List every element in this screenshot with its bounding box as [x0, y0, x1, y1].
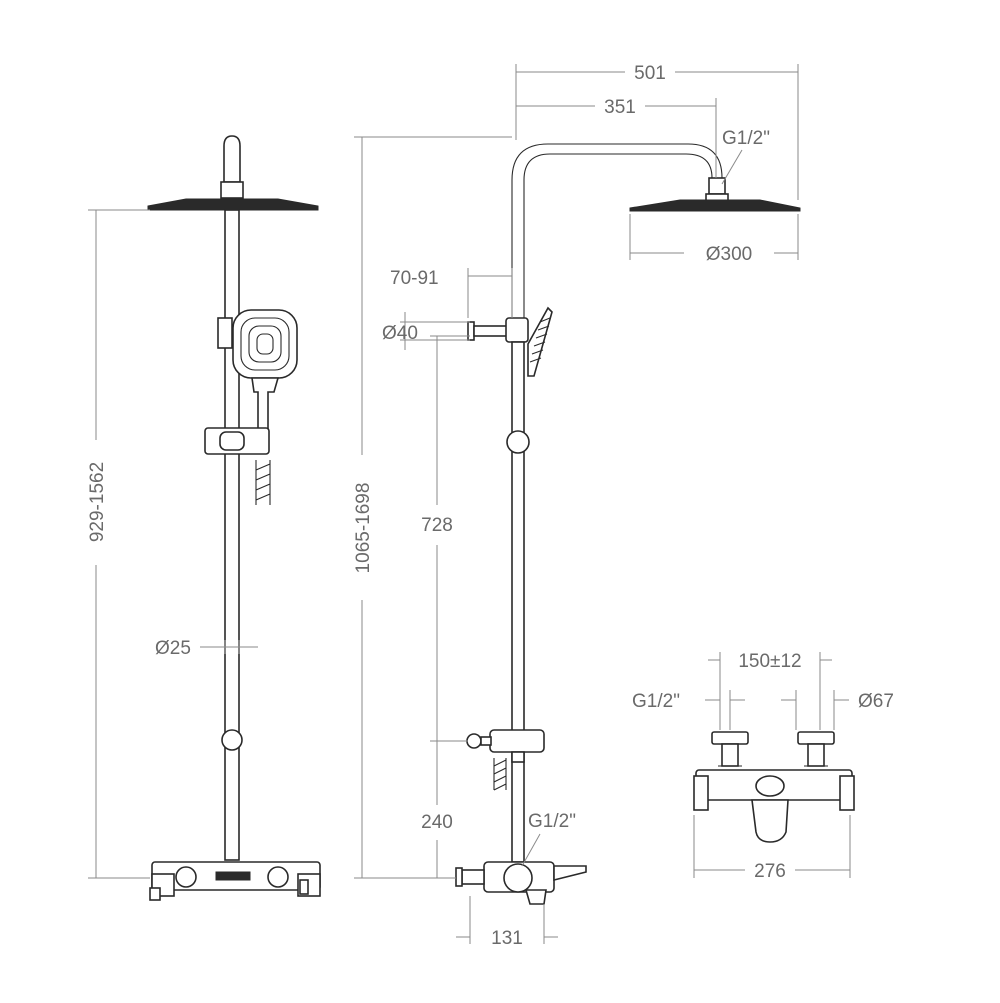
detail-right-escutcheon: [797, 731, 835, 745]
side-wall-bracket-plate: [467, 321, 475, 341]
front-valve-right-cap: [267, 866, 289, 888]
front-riser-pipe: [224, 209, 240, 861]
front-dimensions: 929-1562 Ø25: [87, 209, 258, 879]
front-head-connector: [220, 181, 244, 199]
side-diverter-knob: [466, 733, 482, 749]
front-slide-knob: [219, 431, 245, 451]
escutcheon-diameter-label: Ø67: [858, 691, 894, 712]
side-dimensions: 501 351 G1/2" Ø300 1065-1698 70-91 Ø40: [353, 63, 799, 949]
detail-left-handle: [693, 775, 709, 811]
slide-height-label: 728: [421, 515, 453, 536]
valve-thread-label: G1/2": [528, 811, 576, 832]
side-riser-pipe: [511, 341, 525, 863]
arm-outer-width-label: 501: [634, 63, 666, 84]
side-wall-bracket-arm: [473, 325, 511, 337]
front-height-label: 929-1562: [87, 462, 108, 542]
front-top-stub: [223, 135, 241, 183]
front-valve-left-foot: [149, 887, 161, 901]
side-bracket-clamp: [505, 317, 529, 343]
front-view: [147, 135, 321, 901]
front-hose: [255, 460, 271, 505]
side-view: [455, 143, 801, 905]
head-thread-leader: [721, 149, 743, 185]
side-hose: [493, 758, 507, 791]
side-head-connector: [708, 177, 726, 195]
front-shower-head: [147, 198, 319, 211]
front-hand-shower-ring-2: [248, 325, 282, 363]
side-overhead-arm: [511, 143, 723, 322]
head-diameter-label: Ø300: [706, 244, 752, 265]
arm-inner-width-label: 351: [604, 97, 636, 118]
detail-spout: [751, 799, 789, 843]
side-valve-cap: [503, 863, 533, 893]
head-thread-label: G1/2": [722, 128, 770, 149]
detail-left-escutcheon: [711, 731, 749, 745]
side-hand-shower: [527, 306, 553, 377]
detail-spout-knob: [755, 775, 785, 797]
detail-right-handle: [839, 775, 855, 811]
spout-length-label: 131: [491, 928, 523, 949]
side-shower-head: [629, 199, 801, 212]
front-hand-shower-ring-3: [256, 333, 274, 355]
side-overhead-arm-inner: [523, 153, 713, 322]
inlet-spacing-label: 150±12: [738, 651, 801, 672]
valve-thread-leader: [521, 833, 541, 867]
front-pipe-diameter-label: Ø25: [155, 638, 191, 659]
side-diverter-body: [489, 729, 545, 753]
side-hand-shower-nozzles: [529, 317, 551, 363]
side-spout: [553, 865, 587, 882]
side-diverter-stem: [480, 736, 492, 746]
front-hand-shower-holder: [217, 317, 233, 349]
front-valve-indicator: [215, 871, 251, 881]
detail-dimensions: 150±12 G1/2" Ø67 276: [632, 651, 894, 882]
front-valve-right-foot: [299, 879, 309, 895]
valve-width-label: 276: [754, 861, 786, 882]
front-hand-shower-head: [232, 309, 298, 379]
detail-right-inlet: [807, 743, 825, 767]
side-diverter-cap: [511, 751, 525, 763]
valve-detail: [693, 731, 855, 843]
valve-to-slide-label: 240: [421, 812, 453, 833]
bracket-diameter-label: Ø40: [382, 323, 418, 344]
side-valve-inlet: [461, 869, 485, 885]
side-handle: [524, 889, 547, 905]
side-height-label: 1065-1698: [353, 483, 374, 574]
side-valve-wall-plate: [455, 867, 463, 887]
front-valve-left-cap: [175, 866, 197, 888]
side-slide-knob: [506, 430, 530, 454]
front-hand-shower-ring-1: [240, 317, 290, 371]
front-diverter-knob: [221, 729, 243, 751]
inlet-thread-label: G1/2": [632, 691, 680, 712]
wall-offset-label: 70-91: [390, 268, 439, 289]
detail-left-inlet: [721, 743, 739, 767]
